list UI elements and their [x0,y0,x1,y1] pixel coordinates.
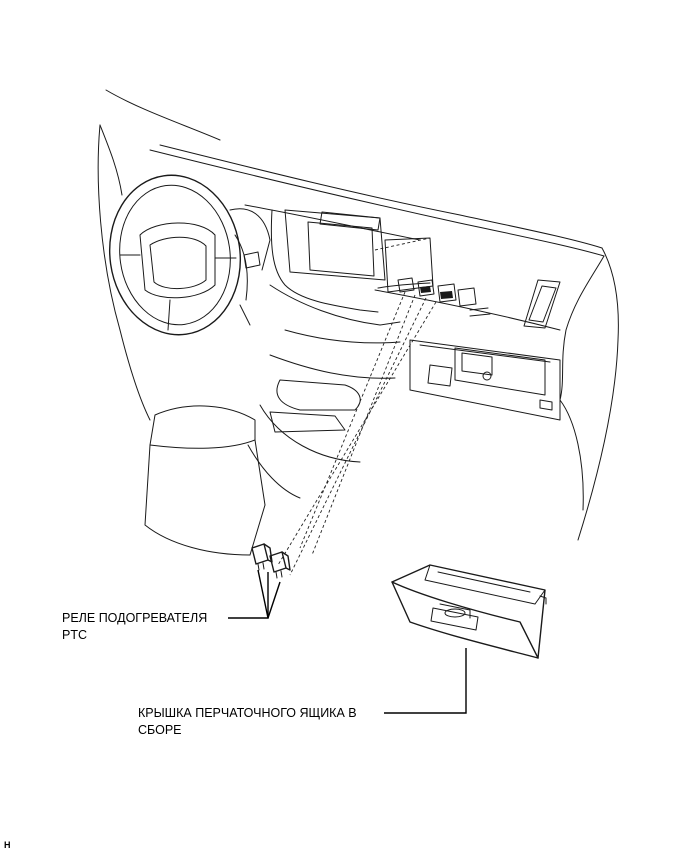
ptc-heater-relays [251,543,291,579]
glove-compartment-door [391,564,547,659]
relay-label-line2: PTC [62,628,87,642]
glovebox-leader [384,648,467,714]
dashboard-outline [97,89,619,541]
steering-wheel [108,174,271,336]
figure-code: H [4,840,11,850]
relay-leader [228,569,281,619]
glovebox-label-line1: КРЫШКА ПЕРЧАТОЧНОГО ЯЩИКА В [138,706,357,720]
relay-label-line1: РЕЛЕ ПОДОГРЕВАТЕЛЯ [62,611,208,625]
center-stack [269,209,491,326]
guide-lines [277,237,437,576]
glovebox-label-line2: СБОРЕ [138,723,182,737]
center-console [144,329,401,556]
